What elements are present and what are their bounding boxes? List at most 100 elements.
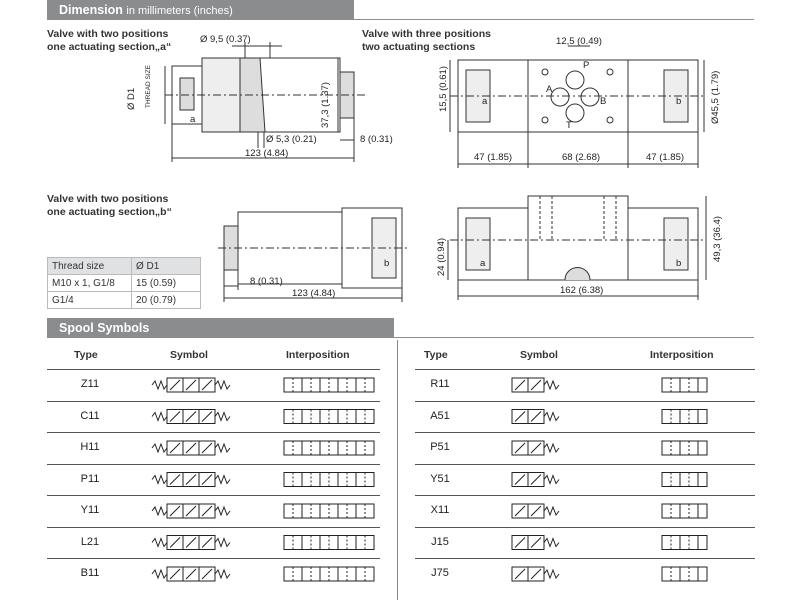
dimension-subtitle: in millimeters (inches)	[126, 5, 233, 17]
spool-type-label: C11	[80, 409, 100, 422]
dim-label: b	[676, 258, 681, 269]
spool-interposition	[661, 566, 708, 582]
row-divider	[415, 369, 755, 370]
spool-interposition	[283, 377, 375, 393]
spool-type-label: J15	[431, 535, 449, 548]
spool-type-label: B11	[80, 567, 100, 579]
dim-label: a	[480, 258, 486, 269]
dimension-header: Dimension in millimeters (inches)	[47, 0, 354, 20]
dim-label: 123 (4.84)	[292, 288, 335, 299]
caption-line: Valve with two positions	[47, 193, 169, 205]
spool-type-label: A51	[430, 409, 450, 422]
drawing-valve-a	[164, 42, 365, 162]
spool-type-label: J75	[431, 567, 449, 579]
table-cell: G1/4	[47, 291, 132, 309]
dim-label: 8 (0.31)	[360, 134, 393, 145]
drawing-valve-b	[218, 207, 410, 302]
dim-label: b	[384, 258, 389, 269]
spool-type-label: P11	[80, 472, 100, 485]
row-divider	[415, 400, 755, 402]
row-divider	[47, 400, 380, 402]
spool-interposition	[661, 472, 708, 487]
caption-two-pos-a: Valve with two positions one actuating s…	[47, 28, 171, 54]
spool-symbol	[511, 535, 560, 550]
table-header-cell: Ø D1	[131, 257, 201, 275]
row-divider	[415, 432, 755, 433]
dim-label: THREAD SIZE	[145, 64, 152, 108]
spool-interposition	[283, 535, 375, 550]
dim-label: 68 (2.68)	[562, 152, 600, 163]
spool-interposition	[661, 409, 708, 424]
dim-label: a	[190, 114, 196, 125]
dim-label: Ø 9,5 (0.37)	[200, 34, 251, 45]
spool-interposition	[283, 472, 375, 487]
col-symbol-right: Symbol	[520, 349, 558, 361]
table-header-row: Thread size Ø D1	[47, 257, 201, 275]
spool-interposition	[661, 503, 708, 519]
dimension-drawings: Ø 9,5 (0.37) Ø D1 THREAD SIZE 37,3 (1.37…	[126, 34, 723, 302]
spool-interposition	[283, 566, 375, 582]
spool-interposition	[283, 409, 375, 424]
dim-label: Ø45,5 (1.79)	[710, 71, 721, 124]
caption-line: one actuating section„b“	[47, 206, 172, 218]
spool-interposition	[661, 377, 708, 393]
col-interposition-left: Interposition	[286, 349, 350, 361]
spool-type-label: X11	[430, 504, 450, 516]
dim-label: Ø 5,3 (0.21)	[266, 134, 317, 145]
spool-symbol	[151, 535, 231, 550]
table-row: M10 x 1, G1/8 15 (0.59)	[47, 274, 201, 292]
dim-label: 15,5 (0.61)	[438, 66, 449, 112]
spool-type-label: R11	[430, 378, 450, 390]
dim-label: 162 (6.38)	[560, 285, 603, 296]
spool-type-label: P51	[430, 441, 450, 453]
spool-type-label: Y11	[80, 504, 100, 516]
dim-label: 37,3 (1.37)	[320, 82, 331, 128]
dimension-title: Dimension	[59, 3, 123, 17]
dim-label: P	[583, 60, 589, 71]
dim-label: 47 (1.85)	[646, 152, 684, 163]
spool-type-label: H11	[80, 441, 100, 453]
col-symbol-left: Symbol	[170, 349, 208, 361]
caption-line: one actuating section„a“	[47, 41, 172, 53]
thread-size-table: Thread size Ø D1 M10 x 1, G1/8 15 (0.59)…	[47, 257, 201, 309]
caption-three-pos: Valve with three positions two actuating…	[362, 28, 491, 54]
dimension-rule	[342, 19, 754, 20]
table-row: G1/4 20 (0.79)	[47, 291, 201, 309]
dim-label: A	[546, 84, 553, 95]
spool-header: Spool Symbols	[47, 318, 394, 338]
dim-label: 8 (0.31)	[250, 276, 283, 287]
spool-symbol	[151, 377, 231, 393]
row-divider	[47, 432, 380, 433]
drawing-valve-front	[447, 195, 707, 300]
row-divider	[415, 495, 755, 496]
row-divider	[47, 369, 380, 370]
col-type-right: Type	[424, 349, 448, 361]
column-divider	[397, 340, 398, 600]
caption-line: Valve with three positions	[362, 28, 491, 40]
spool-symbol	[511, 472, 560, 487]
row-divider	[47, 463, 380, 465]
row-divider	[47, 526, 380, 528]
row-divider	[415, 558, 755, 559]
dim-label: 24 (0.94)	[436, 238, 447, 276]
spool-symbol	[151, 503, 231, 519]
dim-label: B	[600, 96, 606, 107]
dim-label: 47 (1.85)	[474, 152, 512, 163]
caption-line: two actuating sections	[362, 41, 476, 53]
caption-line: Valve with two positions	[47, 28, 169, 40]
spool-interposition	[283, 503, 375, 519]
dim-label: Ø D1	[126, 88, 137, 110]
table-cell: 20 (0.79)	[131, 291, 201, 309]
table-cell: 15 (0.59)	[131, 274, 201, 292]
spool-symbol	[151, 440, 231, 456]
col-interposition-right: Interposition	[650, 349, 714, 361]
spool-symbol	[511, 377, 560, 393]
dim-label: 123 (4.84)	[245, 148, 288, 159]
spool-symbol	[151, 472, 231, 487]
spool-title: Spool Symbols	[59, 321, 150, 335]
spool-symbol	[151, 409, 231, 424]
spool-symbol	[511, 566, 560, 582]
spool-interposition	[661, 535, 708, 550]
col-type-left: Type	[74, 349, 98, 361]
caption-two-pos-b: Valve with two positions one actuating s…	[47, 193, 172, 219]
